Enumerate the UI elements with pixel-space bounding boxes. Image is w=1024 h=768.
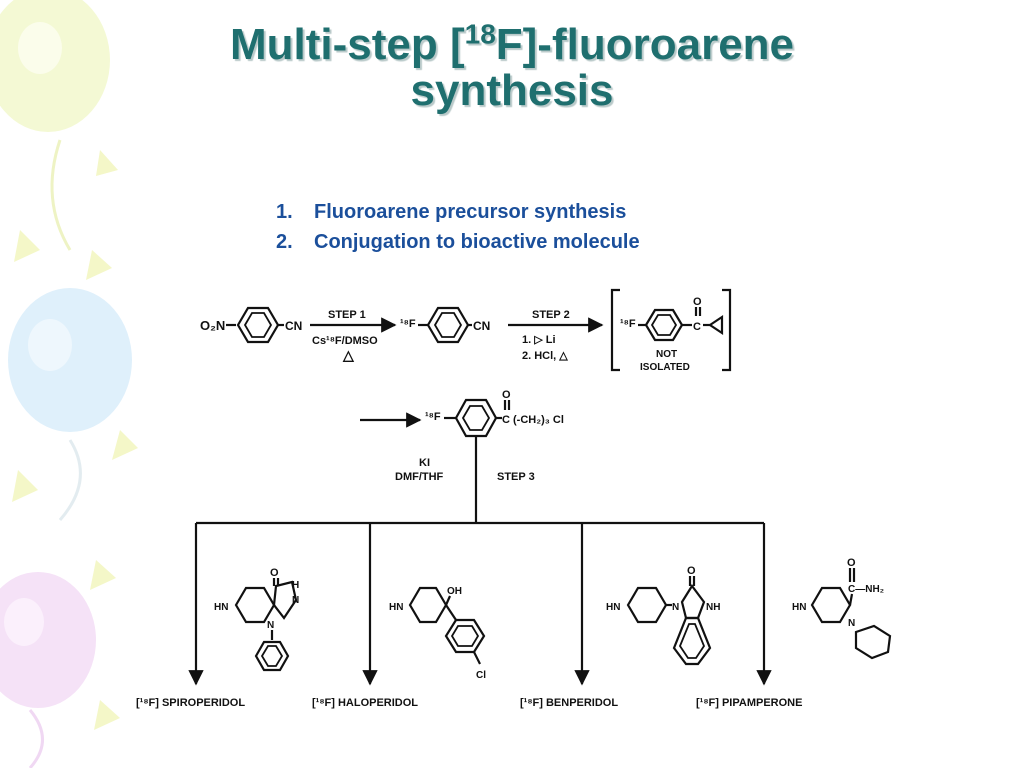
step-item: 2. Conjugation to bioactive molecule [276, 227, 640, 257]
step2-label: STEP 2 [532, 309, 570, 321]
step2-reagent2: 2. HCl, △ [522, 350, 568, 362]
ki-label: KI [419, 457, 430, 469]
chain-label: (-CH₂)₃ Cl [513, 414, 564, 426]
step1-reagent: Cs¹⁸F/DMSO [312, 335, 378, 347]
product-labels: [¹⁸F] SPIROPERIDOL [¹⁸F] HALOPERIDOL [¹⁸… [136, 697, 802, 709]
haloperidol-structure: HN OH Cl [389, 586, 486, 681]
chlorobutyrophenone-structure: ¹⁸F C O (-CH₂)₃ Cl KI DMF/THF STEP 3 [360, 389, 564, 523]
spiroperidol-structure: HN O H N N [214, 567, 299, 672]
hn-label: HN [214, 602, 228, 613]
dmf-thf-label: DMF/THF [395, 471, 444, 483]
o2n-label: O₂N [200, 318, 225, 333]
title-line2: synthesis [410, 66, 614, 115]
f18-label: ¹⁸F [425, 411, 441, 423]
carbonyl-o: O [687, 565, 696, 577]
product-label-benperidol: [¹⁸F] BENPERIDOL [520, 697, 618, 709]
pipamperone-structure: HN C—NH₂ O N [792, 557, 892, 660]
steps-list: 1. Fluoroarene precursor synthesis 2. Co… [276, 197, 640, 257]
product-label-pipamperone: [¹⁸F] PIPAMPERONE [696, 697, 802, 709]
carbonyl-o: O [847, 557, 856, 569]
title-prefix: Multi-step [ [229, 20, 465, 69]
not-label: NOT [656, 349, 677, 360]
step2-arrow-group: STEP 2 1. ▷ Li 2. HCl, △ [508, 309, 604, 362]
step1-arrow-group: STEP 1 Cs¹⁸F/DMSO △ [310, 309, 397, 363]
product-label-spiroperidol: [¹⁸F] SPIROPERIDOL [136, 697, 245, 709]
balloon-decoration [0, 0, 138, 768]
oh-label: OH [447, 586, 462, 597]
n-label: N [292, 595, 299, 606]
step-text: Conjugation to bioactive molecule [314, 231, 640, 253]
hn-label: HN [792, 602, 806, 613]
n-label: N [672, 602, 679, 613]
carbonyl-o: O [693, 296, 702, 308]
carbonyl-c: C [502, 414, 510, 426]
carbonyl-o: O [270, 567, 279, 579]
carbonyl-o: O [502, 389, 511, 401]
step1-label: STEP 1 [328, 309, 366, 321]
step-text: Fluoroarene precursor synthesis [314, 201, 627, 223]
step-number: 2. [276, 231, 293, 253]
step2-reagent1: 1. ▷ Li [522, 334, 556, 346]
f18-label: ¹⁸F [620, 318, 636, 330]
f18-label: ¹⁸F [400, 318, 416, 330]
step-item: 1. Fluoroarene precursor synthesis [276, 197, 640, 227]
benperidol-structure: HN N O NH [606, 565, 720, 666]
cn-label: CN [285, 319, 302, 333]
branch-lines [188, 521, 772, 686]
n-label: N [848, 618, 855, 629]
cl-label: Cl [476, 670, 486, 681]
step3-label: STEP 3 [497, 471, 535, 483]
isolated-label: ISOLATED [640, 362, 690, 373]
step1-heat: △ [342, 347, 355, 363]
amide-label: C—NH₂ [848, 584, 884, 595]
hn-label: HN [389, 602, 403, 613]
intermediate-not-isolated: ¹⁸F C O NOT ISOLATED [610, 288, 732, 373]
carbonyl-c: C [693, 321, 701, 333]
hn-label: HN [606, 602, 620, 613]
h-label: H [292, 580, 299, 591]
step-number: 1. [276, 201, 293, 223]
slide-title: Multi-step [18F]-fluoroarene synthesis [0, 20, 1024, 115]
nitrobenzonitrile-structure: O₂N CN [200, 306, 302, 344]
fluorobenzonitrile-structure: ¹⁸F CN [400, 306, 490, 344]
title-isotope: 18 [464, 18, 496, 50]
n-label: N [267, 620, 274, 631]
title-suffix: F]-fluoroarene [495, 20, 795, 69]
nh-label: NH [706, 602, 720, 613]
product-label-haloperidol: [¹⁸F] HALOPERIDOL [312, 697, 418, 709]
cn-label: CN [473, 319, 490, 333]
